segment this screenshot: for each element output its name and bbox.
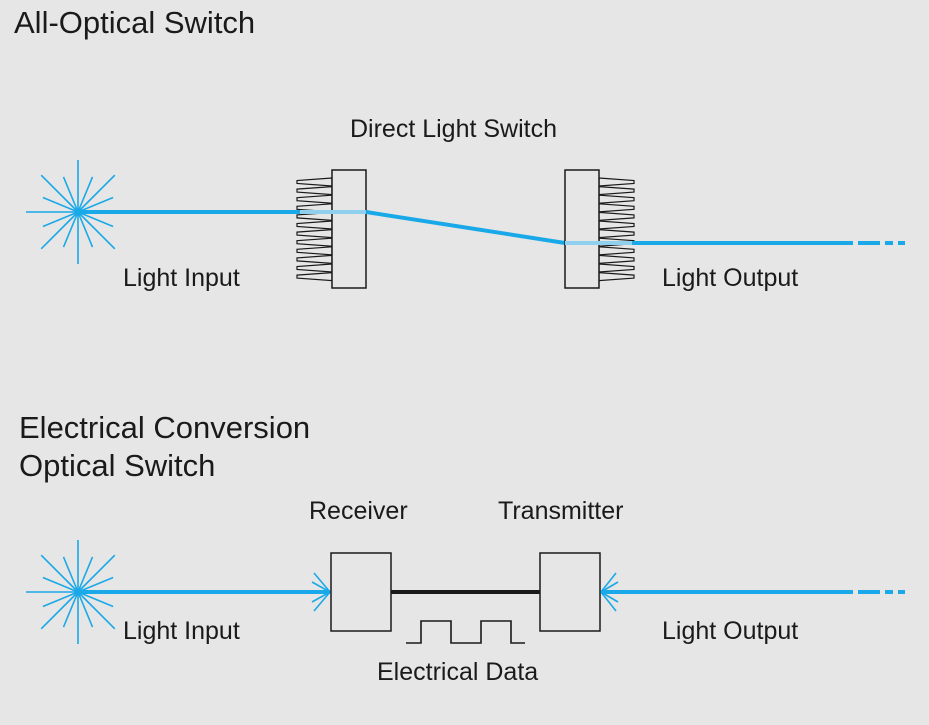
transmitter-label: Transmitter: [498, 497, 624, 525]
receiver-box: [330, 552, 392, 632]
bottom-light-source-icon: [26, 540, 130, 644]
top-light-input-label: Light Input: [123, 264, 240, 292]
left-mirror-block: [331, 169, 367, 289]
electrical-data-label: Electrical Data: [377, 658, 539, 686]
right-mirror-array: [564, 169, 635, 289]
left-mirror-array: [296, 169, 367, 289]
top-light-source-icon: [26, 160, 130, 264]
transmitter-box: [539, 552, 601, 632]
bottom-light-output-label: Light Output: [662, 617, 799, 645]
top-switched-beam: [365, 210, 566, 245]
direct-light-switch-label: Direct Light Switch: [350, 115, 558, 143]
right-mirror-block: [564, 169, 600, 289]
receiver-label: Receiver: [309, 497, 408, 525]
receiver-glow-icon: [310, 572, 331, 612]
electrical-data-waveform-icon: [406, 620, 525, 644]
top-section-title: All-Optical Switch: [14, 5, 256, 40]
top-light-output-label: Light Output: [662, 264, 799, 292]
bottom-section-title-line1: Electrical Conversion: [19, 410, 311, 445]
bottom-light-input-label: Light Input: [123, 617, 240, 645]
bottom-section-title-line2: Optical Switch: [19, 448, 216, 483]
